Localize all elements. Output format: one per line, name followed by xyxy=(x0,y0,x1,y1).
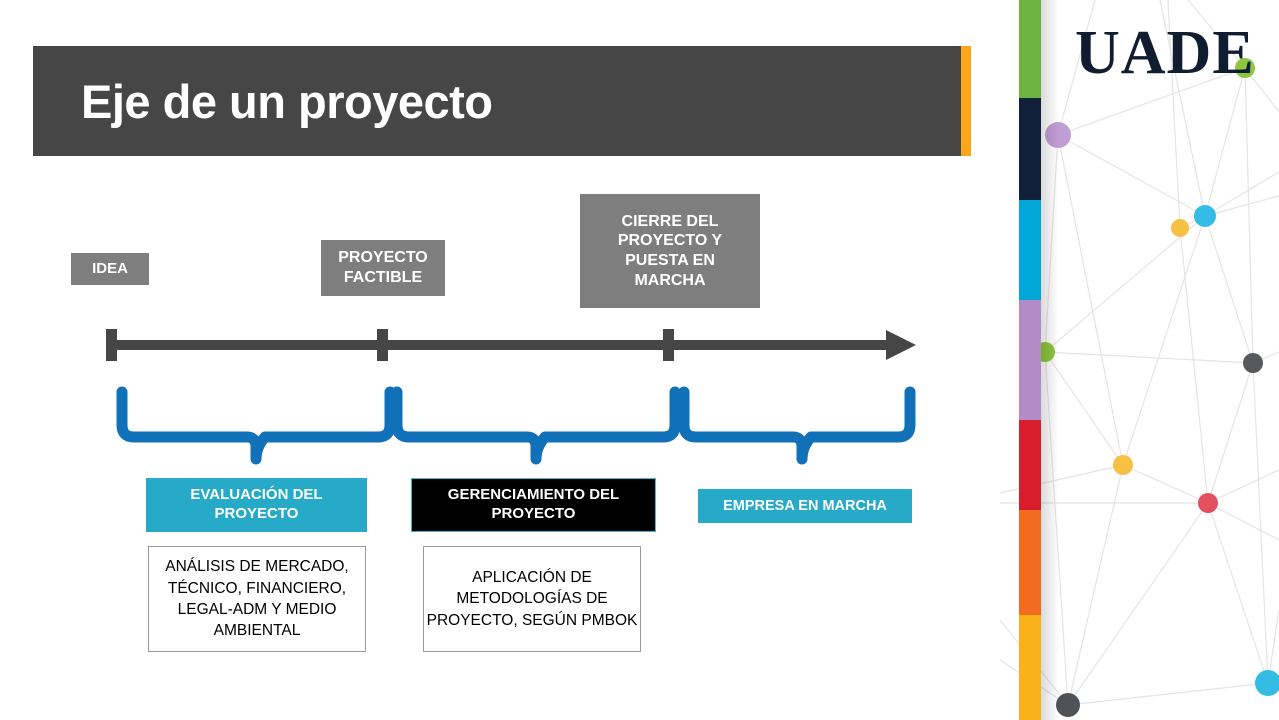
color-strip-green xyxy=(1019,0,1041,98)
phase-description-evaluacion: ANÁLISIS DE MERCADO, TÉCNICO, FINANCIERO… xyxy=(148,546,366,652)
brand-color-strip xyxy=(1019,0,1041,720)
timeline-tick-1 xyxy=(106,329,117,361)
color-strip-purple xyxy=(1019,300,1041,420)
milestone-idea-text: IDEA xyxy=(92,259,128,277)
purple-node xyxy=(1045,122,1071,148)
gray-node-mid xyxy=(1243,353,1263,373)
timeline-tick-3 xyxy=(663,329,674,361)
color-strip-red xyxy=(1019,420,1041,510)
phase-description-gerenciamiento: APLICACIÓN DE METODOLOGÍAS DE PROYECTO, … xyxy=(423,546,641,652)
milestone-label-idea: IDEA xyxy=(71,253,149,285)
network-nodes xyxy=(1035,58,1279,717)
color-strip-orange xyxy=(1019,510,1041,615)
amber-node-top xyxy=(1171,219,1189,237)
page-title: Eje de un proyecto xyxy=(81,74,493,128)
slide-title-bar: Eje de un proyecto xyxy=(33,46,961,156)
uade-logo: UADE xyxy=(1075,19,1255,87)
brand-sidebar: UADE xyxy=(1000,0,1279,720)
title-accent-bar xyxy=(961,46,971,156)
color-strip-cyan xyxy=(1019,200,1041,300)
red-node xyxy=(1198,493,1218,513)
phase-empresa-label: EMPRESA EN MARCHA xyxy=(723,497,887,514)
brace-evaluacion xyxy=(116,386,396,465)
color-strip-amber xyxy=(1019,615,1041,720)
brace-empresa-en-marcha xyxy=(678,386,916,465)
cyan-node-low xyxy=(1255,670,1279,696)
gray-node-low xyxy=(1056,693,1080,717)
timeline-tick-2 xyxy=(377,329,388,361)
amber-node-low xyxy=(1113,455,1133,475)
brace-gerenciamiento xyxy=(391,386,681,465)
desc-gerenciamiento-text: APLICACIÓN DE METODOLOGÍAS DE PROYECTO, … xyxy=(426,568,638,629)
green-node-top xyxy=(1235,58,1255,78)
phase-header-empresa-en-marcha: EMPRESA EN MARCHA xyxy=(698,489,912,523)
timeline-axis xyxy=(106,329,916,361)
cyan-node-top xyxy=(1194,205,1216,227)
desc-evaluacion-text: ANÁLISIS DE MERCADO, TÉCNICO, FINANCIERO… xyxy=(165,558,349,640)
sidebar-shadow xyxy=(1041,0,1059,720)
color-strip-navy xyxy=(1019,98,1041,200)
